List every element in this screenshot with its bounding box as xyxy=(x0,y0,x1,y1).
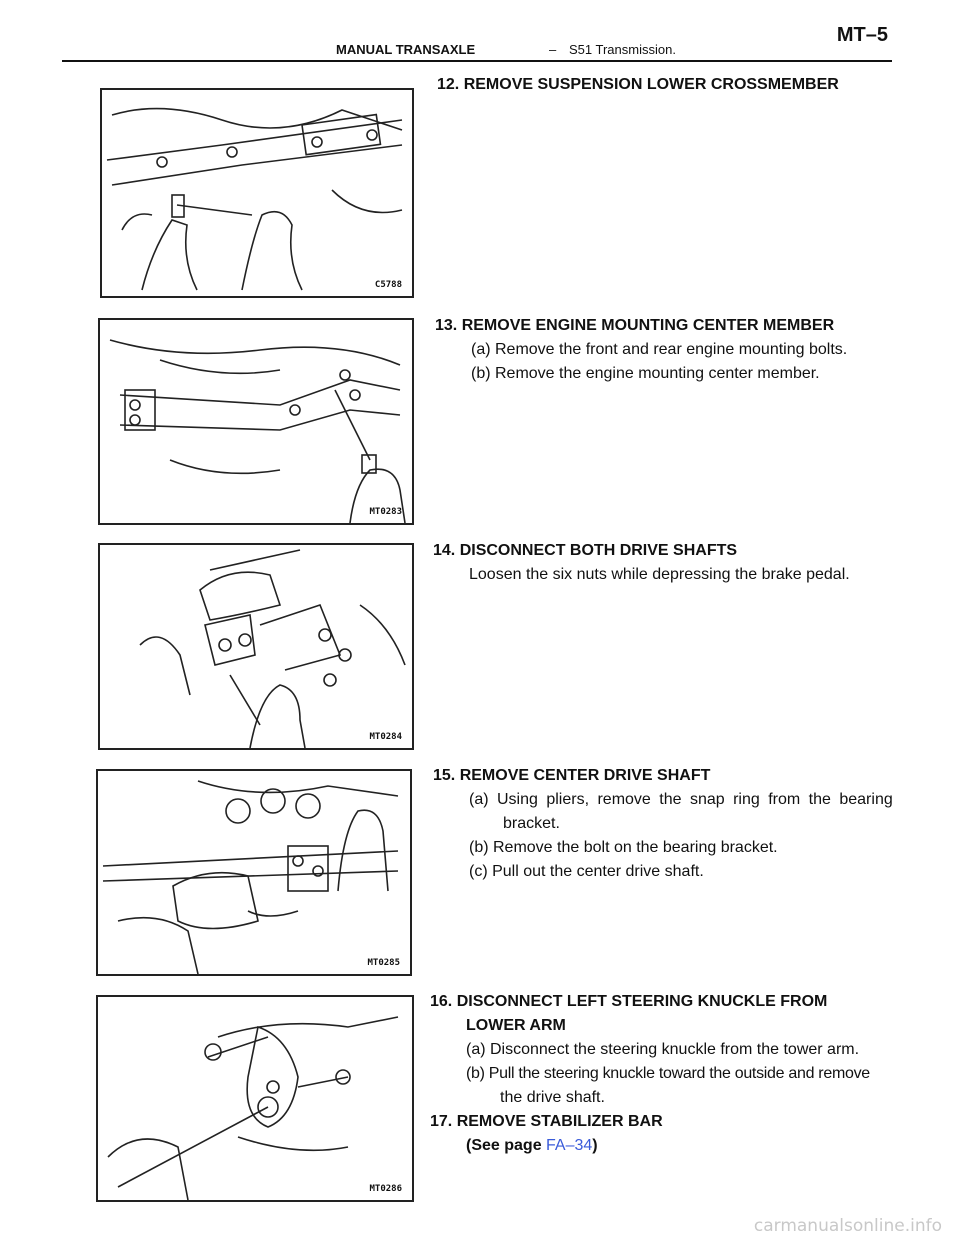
section-title: MANUAL TRANSAXLE xyxy=(336,42,476,57)
step-heading: 13. REMOVE ENGINE MOUNTING CENTER MEMBER xyxy=(435,317,835,334)
page-header: MANUAL TRANSAXLE – S51 Transmission. MT–… xyxy=(62,20,892,62)
figure-code: MT0285 xyxy=(367,958,400,968)
step-substep: (a) Disconnect the steering knuckle from… xyxy=(466,1041,860,1058)
page-number: MT–5 xyxy=(836,24,888,46)
see-page-suffix: ) xyxy=(592,1137,598,1154)
figure-center-member-removal: MT0283 xyxy=(98,318,414,525)
step-12: 12. REMOVE SUSPENSION LOWER CROSSMEMBER xyxy=(437,73,839,97)
footer-watermark: carmanualsonline.info xyxy=(753,1216,942,1236)
step-13: 13. REMOVE ENGINE MOUNTING CENTER MEMBER… xyxy=(435,314,847,386)
step-substep: (c) Pull out the center drive shaft. xyxy=(469,863,704,880)
step-heading: 12. REMOVE SUSPENSION LOWER CROSSMEMBER xyxy=(437,76,839,93)
figure-drive-shaft-disconnect: MT0284 xyxy=(98,543,414,750)
step-heading-continued: LOWER ARM xyxy=(466,1017,566,1034)
crossmember-illustration xyxy=(106,107,403,291)
step-substep: (a) Remove the front and rear engine mou… xyxy=(471,341,848,358)
figure-center-drive-shaft: MT0285 xyxy=(96,769,412,976)
subsection-title: S51 Transmission. xyxy=(569,42,676,57)
figure-code: MT0284 xyxy=(369,732,402,742)
step-16: 16. DISCONNECT LEFT STEERING KNUCKLE FRO… xyxy=(430,990,870,1110)
step-substep: (b) Remove the engine mounting center me… xyxy=(471,365,820,382)
step-text: Loosen the six nuts while depressing the… xyxy=(469,566,850,583)
figure-crossmember-removal: C5788 xyxy=(100,88,414,298)
figure-code: C5788 xyxy=(374,280,402,290)
steering-knuckle-illustration xyxy=(107,1016,399,1200)
step-substep: (b) Pull the steering knuckle toward the… xyxy=(466,1065,870,1082)
step-heading: 17. REMOVE STABILIZER BAR xyxy=(430,1113,663,1130)
step-17: 17. REMOVE STABILIZER BAR (See page FA–3… xyxy=(430,1110,663,1158)
center-member-illustration xyxy=(109,339,406,523)
step-14: 14. DISCONNECT BOTH DRIVE SHAFTS Loosen … xyxy=(433,539,850,587)
see-page-prefix: (See page xyxy=(466,1137,547,1154)
step-substep: (b) Remove the bolt on the bearing brack… xyxy=(469,839,778,856)
step-substep-continued: bracket. xyxy=(503,815,560,832)
see-page-reference: (See page FA–34) xyxy=(430,1134,663,1158)
figure-steering-knuckle: MT0286 xyxy=(96,995,414,1202)
step-substep: (a) Using pliers, remove the snap ring f… xyxy=(469,791,893,808)
figure-code: MT0283 xyxy=(369,507,402,517)
center-drive-shaft-illustration xyxy=(102,780,399,974)
figure-code: MT0286 xyxy=(369,1184,402,1194)
step-heading: 14. DISCONNECT BOTH DRIVE SHAFTS xyxy=(433,542,738,559)
drive-shaft-illustration xyxy=(139,549,406,748)
page-link-fa34[interactable]: FA–34 xyxy=(546,1137,593,1154)
step-15: 15. REMOVE CENTER DRIVE SHAFT (a) Using … xyxy=(433,764,913,884)
step-heading: 15. REMOVE CENTER DRIVE SHAFT xyxy=(433,767,711,784)
step-substep-continued: the drive shaft. xyxy=(500,1089,605,1106)
header-dash: – xyxy=(549,42,557,57)
header-rule xyxy=(62,60,892,62)
step-heading: 16. DISCONNECT LEFT STEERING KNUCKLE FRO… xyxy=(430,993,828,1010)
